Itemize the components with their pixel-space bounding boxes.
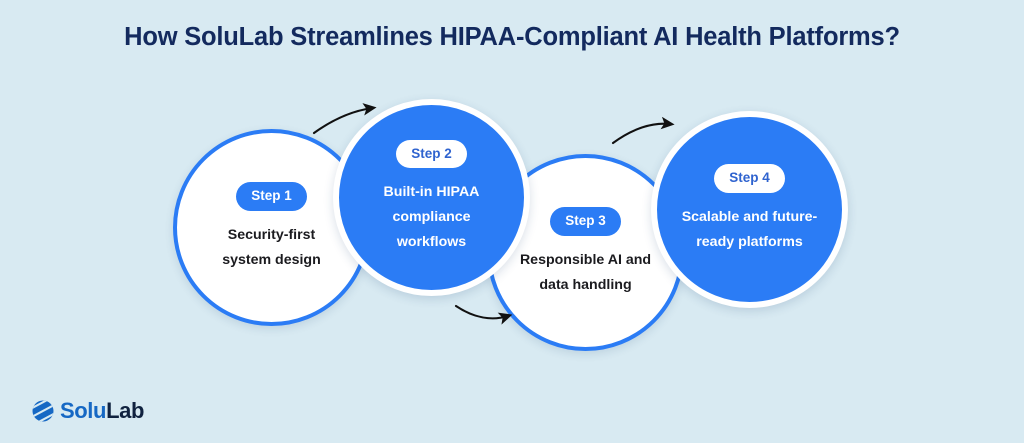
step-circle-4: Step 4 Scalable and future- ready platfo… — [651, 111, 848, 308]
arrow-step2-to-step3-icon — [454, 304, 513, 325]
step-badge-4: Step 4 — [714, 164, 785, 193]
step-text-1-line-1: Security-first — [227, 226, 316, 243]
step-badge-3: Step 3 — [550, 207, 621, 236]
step-text-4: Scalable and future- ready platforms — [675, 205, 825, 255]
step-text-2-line-1: Built-in HIPAA — [383, 184, 480, 201]
step-text-4-line-1: Scalable and future- — [681, 208, 818, 225]
step-text-1: Security-first system design — [197, 223, 347, 273]
step-text-3-line-2: data handling — [539, 276, 632, 293]
step-text-3: Responsible AI and data handling — [511, 248, 661, 298]
step-text-2-line-2: compliance — [392, 209, 471, 226]
logo-word-solu: Solu — [60, 398, 107, 423]
step-circle-2: Step 2 Built-in HIPAA compliance workflo… — [333, 99, 530, 296]
step-badge-1: Step 1 — [236, 182, 307, 211]
arrow-step3-to-step4-icon — [611, 116, 675, 145]
step-text-4-line-2: ready platforms — [696, 233, 803, 250]
solulab-logo: SoluLab — [31, 399, 144, 423]
step-text-2: Built-in HIPAA compliance workflows — [357, 180, 507, 255]
step-text-1-line-2: system design — [222, 251, 321, 268]
logo-word-lab: Lab — [106, 398, 144, 423]
page-title: How SoluLab Streamlines HIPAA-Compliant … — [124, 23, 900, 51]
logo-wordmark: SoluLab — [60, 400, 144, 422]
solulab-disc-icon — [32, 400, 54, 422]
step-badge-2: Step 2 — [396, 139, 467, 169]
step-text-3-line-1: Responsible AI and — [519, 251, 652, 268]
step-text-2-line-3: workflows — [396, 234, 467, 251]
